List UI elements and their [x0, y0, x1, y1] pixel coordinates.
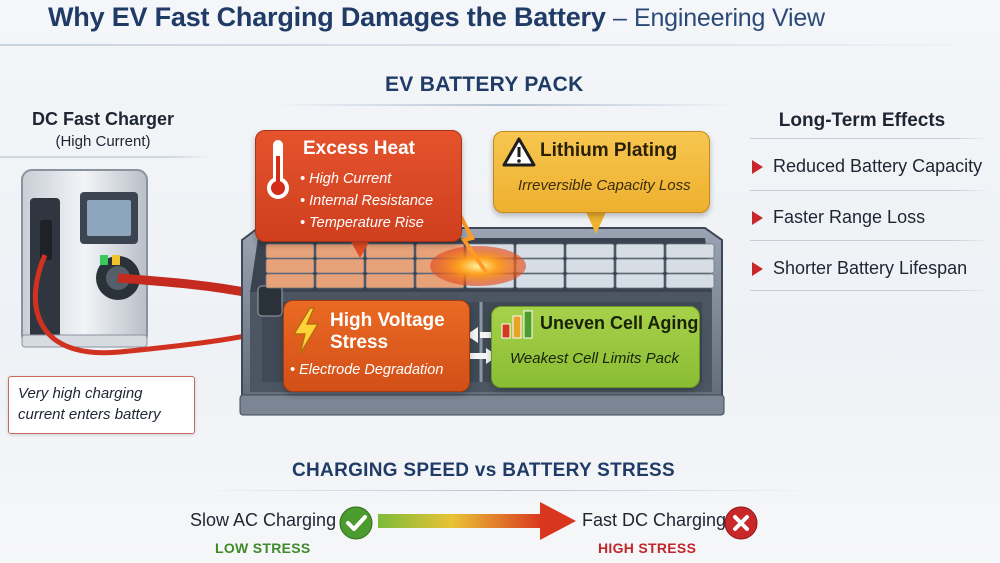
- battery-cell: [265, 258, 315, 274]
- page-title: Why EV Fast Charging Damages the Battery…: [48, 2, 825, 33]
- effects-divider: [750, 190, 990, 191]
- lithium-plating-box: [493, 131, 710, 213]
- lithium-plating-title: Lithium Plating: [540, 140, 678, 161]
- high-voltage-title-line-2: Stress: [330, 332, 389, 353]
- title-subtitle: Engineering View: [633, 4, 825, 32]
- battery-cell: [615, 273, 665, 289]
- battery-cell: [565, 243, 615, 259]
- charger-subtitle: (High Current): [55, 133, 151, 150]
- effects-divider: [750, 240, 990, 241]
- high-voltage-box: [283, 300, 470, 392]
- speed-stress-divider: [190, 490, 820, 491]
- title-divider: [0, 44, 1000, 46]
- charging-cable: [32, 253, 276, 356]
- effects-divider: [750, 138, 990, 139]
- battery-cell: [665, 258, 715, 274]
- excess-heat-title: Excess Heat: [303, 138, 415, 159]
- charger-divider: [0, 156, 210, 158]
- bullet-arrow-icon: [752, 261, 763, 276]
- effect-faster-range-loss: Faster Range Loss: [752, 207, 925, 228]
- pack-title-divider: [270, 104, 740, 106]
- long-term-effects-title: Long-Term Effects: [778, 110, 946, 131]
- battery-cell: [565, 258, 615, 274]
- heat-strike: [450, 199, 488, 274]
- dc-fast-charger: [21, 169, 148, 348]
- hot-spot: [430, 246, 526, 286]
- battery-cell: [665, 243, 715, 259]
- x-mark-icon: [724, 506, 758, 540]
- battery-cell: [615, 243, 665, 259]
- heat-item-high-current: • High Current: [300, 171, 392, 187]
- title-dash: –: [612, 4, 627, 32]
- uneven-cell-aging-subtitle: Weakest Cell Limits Pack: [510, 350, 679, 367]
- effect-shorter-lifespan: Shorter Battery Lifespan: [752, 258, 967, 279]
- thermometer-icon: [267, 140, 289, 199]
- effect-label: Reduced Battery Capacity: [773, 156, 983, 176]
- battery-cell: [265, 243, 315, 259]
- battery-cell: [515, 243, 565, 259]
- heat-item-internal-resistance: • Internal Resistance: [300, 193, 434, 209]
- bullet-arrow-icon: [752, 210, 763, 225]
- battery-cell: [315, 258, 365, 274]
- uneven-cell-aging-title: Uneven Cell Aging: [540, 313, 699, 333]
- speed-stress-arrow: [378, 502, 576, 540]
- effects-divider: [750, 290, 990, 291]
- speed-stress-title: CHARGING SPEED vs BATTERY STRESS: [292, 460, 675, 481]
- pack-title: EV BATTERY PACK: [385, 73, 584, 96]
- effect-label: Shorter Battery Lifespan: [773, 258, 968, 278]
- slow-ac-charging-label: Slow AC Charging: [190, 510, 337, 530]
- battery-cell: [265, 273, 315, 289]
- battery-cell: [515, 273, 565, 289]
- charger-title: DC Fast Charger: [31, 109, 175, 129]
- high-voltage-title-line-1: High Voltage: [330, 310, 445, 331]
- low-stress-label: LOW STRESS: [215, 540, 311, 556]
- note-line-1: Very high charging: [18, 385, 143, 402]
- lightning-bolt-icon: [292, 307, 320, 355]
- battery-cell: [365, 258, 415, 274]
- battery-cell: [315, 243, 365, 259]
- fast-dc-charging-label: Fast DC Charging: [582, 510, 727, 530]
- excess-heat-box: [255, 130, 462, 242]
- battery-cell: [565, 273, 615, 289]
- battery-cell: [365, 243, 415, 259]
- note-line-2: current enters battery: [18, 406, 161, 423]
- battery-cell: [315, 273, 365, 289]
- warning-triangle-icon: [502, 137, 536, 167]
- current-note-box: [8, 376, 195, 434]
- lithium-plating-subtitle: Irreversible Capacity Loss: [518, 177, 691, 194]
- voltage-item-electrode-degradation: • Electrode Degradation: [290, 362, 444, 378]
- title-main: Why EV Fast Charging Damages the Battery: [48, 2, 606, 32]
- bar-chart-icon: [501, 310, 533, 339]
- effect-label: Faster Range Loss: [773, 207, 926, 227]
- bullet-arrow-icon: [752, 159, 763, 174]
- battery-cell: [615, 258, 665, 274]
- battery-cell: [665, 273, 715, 289]
- heat-item-temperature-rise: • Temperature Rise: [300, 215, 424, 231]
- checkmark-icon: [339, 506, 373, 540]
- effect-reduced-capacity: Reduced Battery Capacity: [752, 156, 982, 177]
- high-stress-label: HIGH STRESS: [598, 540, 697, 556]
- battery-cell: [365, 273, 415, 289]
